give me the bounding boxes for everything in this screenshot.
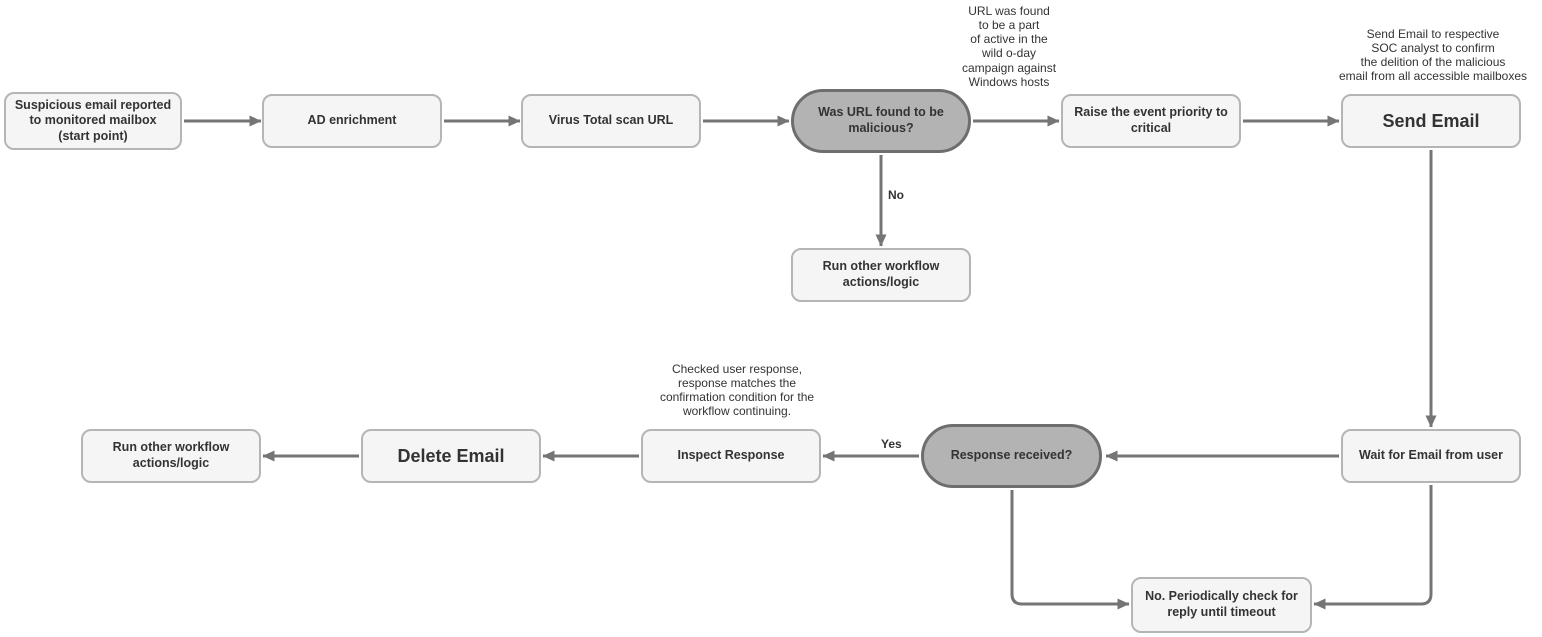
node-raise-priority[interactable]: Raise the event priority to critical [1061,94,1241,148]
node-start[interactable]: Suspicious email reported to monitored m… [4,92,182,150]
node-run-other-workflow-top[interactable]: Run other workflow actions/logic [791,248,971,302]
edge-wait-to-periodic [1313,485,1433,610]
node-send-email[interactable]: Send Email [1341,94,1521,148]
node-ad-enrichment[interactable]: AD enrichment [262,94,442,148]
edge-label-yes: Yes [881,437,902,451]
node-run-other-workflow-bottom[interactable]: Run other workflow actions/logic [81,429,261,483]
annotation-send-email-note: Send Email to respective SOC analyst to … [1338,27,1528,84]
edge-response-to-periodic [1010,490,1130,610]
annotation-url-campaign: URL was found to be a part of active in … [961,4,1057,89]
node-periodic-check[interactable]: No. Periodically check for reply until t… [1131,577,1312,633]
decision-response-received[interactable]: Response received? [921,424,1102,488]
annotation-inspect-note: Checked user response, response matches … [659,362,815,419]
node-delete-email[interactable]: Delete Email [361,429,541,483]
node-virus-total-scan[interactable]: Virus Total scan URL [521,94,701,148]
decision-url-malicious[interactable]: Was URL found to be malicious? [791,89,971,153]
edge-label-no: No [888,188,904,202]
node-inspect-response[interactable]: Inspect Response [641,429,821,483]
node-wait-for-email[interactable]: Wait for Email from user [1341,429,1521,483]
